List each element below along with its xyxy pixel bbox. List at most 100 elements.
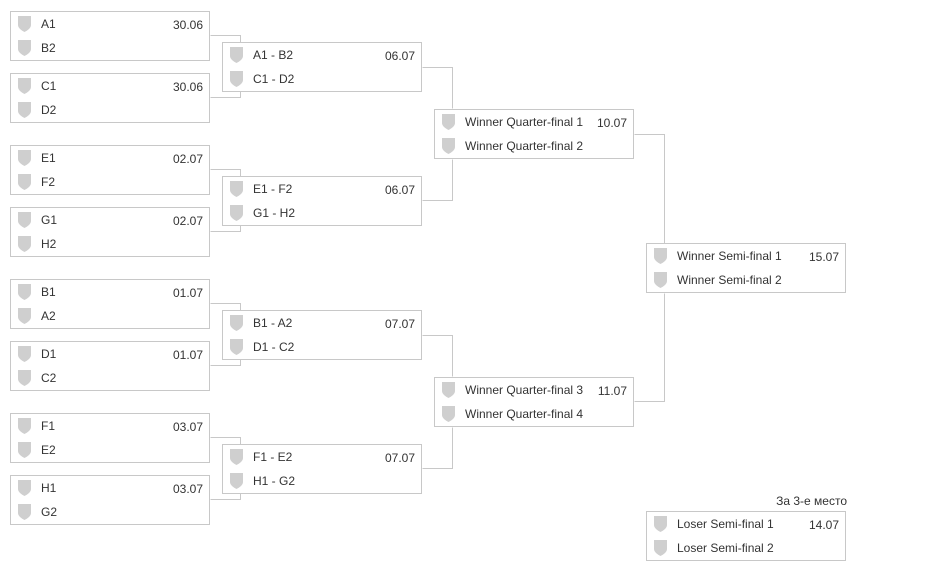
team-row[interactable]: F1 - E2 [223,445,421,469]
shield-icon [230,315,243,331]
shield-icon [230,181,243,197]
team-row[interactable]: D1 - C2 [223,335,421,359]
match-date: 06.07 [384,183,415,197]
team-name: B1 [41,285,56,299]
match-quarter-final-2[interactable]: E1 - F2 G1 - H2 06.07 [222,176,422,226]
match-round16-5[interactable]: B1 A2 01.07 [10,279,210,329]
match-round16-4[interactable]: G1 H2 02.07 [10,207,210,257]
shield-icon [18,150,31,166]
shield-icon [654,272,667,288]
team-name: F1 - E2 [253,450,293,464]
shield-icon [18,102,31,118]
team-row[interactable]: B1 - A2 [223,311,421,335]
team-row[interactable]: C2 [11,366,209,390]
team-row[interactable]: H1 [11,476,209,500]
team-row[interactable]: B1 [11,280,209,304]
team-name: Winner Semi-final 1 [677,249,782,263]
shield-icon [18,418,31,434]
match-round16-2[interactable]: C1 D2 30.06 [10,73,210,123]
team-row[interactable]: B2 [11,36,209,60]
shield-icon [230,339,243,355]
shield-icon [18,78,31,94]
shield-icon [230,205,243,221]
shield-icon [442,382,455,398]
team-row[interactable]: A2 [11,304,209,328]
match-quarter-final-1[interactable]: A1 - B2 C1 - D2 06.07 [222,42,422,92]
team-row[interactable]: Loser Semi-final 2 [647,536,845,560]
team-row[interactable]: C1 [11,74,209,98]
team-row[interactable]: G1 [11,208,209,232]
shield-icon [442,406,455,422]
team-row[interactable]: F1 [11,414,209,438]
team-name: C1 [41,79,57,93]
match-date: 01.07 [172,348,203,362]
shield-icon [442,138,455,154]
connector-line [634,134,665,244]
match-round16-7[interactable]: F1 E2 03.07 [10,413,210,463]
match-round16-8[interactable]: H1 G2 03.07 [10,475,210,525]
shield-icon [654,540,667,556]
team-row[interactable]: E2 [11,438,209,462]
team-row[interactable]: Winner Quarter-final 4 [435,402,633,426]
team-name: Loser Semi-final 2 [677,541,774,555]
team-row[interactable]: Loser Semi-final 1 [647,512,845,536]
match-date: 03.07 [172,482,203,496]
team-name: G2 [41,505,58,519]
team-row[interactable]: D2 [11,98,209,122]
match-date: 14.07 [808,518,839,532]
shield-icon [18,236,31,252]
shield-icon [18,16,31,32]
team-row[interactable]: G1 - H2 [223,201,421,225]
match-third-place[interactable]: Loser Semi-final 1 Loser Semi-final 2 14… [646,511,846,561]
team-name: B1 - A2 [253,316,293,330]
match-date: 10.07 [596,116,627,130]
team-name: Winner Quarter-final 3 [465,383,584,397]
team-row[interactable]: H1 - G2 [223,469,421,493]
connector-line [634,293,665,402]
team-row[interactable]: E1 [11,146,209,170]
connector-line [422,335,453,377]
shield-icon [230,71,243,87]
team-name: C2 [41,371,57,385]
team-row[interactable]: A1 [11,12,209,36]
shield-icon [18,308,31,324]
match-round16-1[interactable]: A1 B2 30.06 [10,11,210,61]
match-date: 30.06 [172,80,203,94]
team-row[interactable]: C1 - D2 [223,67,421,91]
third-place-label: За 3-е место [776,494,847,508]
team-name: G1 - H2 [253,206,296,220]
match-quarter-final-3[interactable]: B1 - A2 D1 - C2 07.07 [222,310,422,360]
match-quarter-final-4[interactable]: F1 - E2 H1 - G2 07.07 [222,444,422,494]
team-row[interactable]: Winner Semi-final 1 [647,244,845,268]
match-round16-3[interactable]: E1 F2 02.07 [10,145,210,195]
team-row[interactable]: Winner Quarter-final 1 [435,110,633,134]
team-name: E1 - F2 [253,182,293,196]
team-row[interactable]: Winner Quarter-final 2 [435,134,633,158]
match-date: 15.07 [808,250,839,264]
shield-icon [230,449,243,465]
team-row[interactable]: F2 [11,170,209,194]
shield-icon [18,284,31,300]
team-name: E1 [41,151,56,165]
team-name: D2 [41,103,57,117]
team-row[interactable]: G2 [11,500,209,524]
team-row[interactable]: Winner Quarter-final 3 [435,378,633,402]
team-row[interactable]: H2 [11,232,209,256]
match-final[interactable]: Winner Semi-final 1 Winner Semi-final 2 … [646,243,846,293]
match-round16-6[interactable]: D1 C2 01.07 [10,341,210,391]
shield-icon [230,473,243,489]
team-row[interactable]: Winner Semi-final 2 [647,268,845,292]
team-name: A1 [41,17,56,31]
match-semi-final-1[interactable]: Winner Quarter-final 1 Winner Quarter-fi… [434,109,634,159]
shield-icon [18,442,31,458]
match-date: 30.06 [172,18,203,32]
team-name: H2 [41,237,57,251]
match-semi-final-2[interactable]: Winner Quarter-final 3 Winner Quarter-fi… [434,377,634,427]
connector-line [422,427,453,469]
shield-icon [18,504,31,520]
shield-icon [654,248,667,264]
team-row[interactable]: E1 - F2 [223,177,421,201]
team-name: C1 - D2 [253,72,295,86]
team-row[interactable]: A1 - B2 [223,43,421,67]
team-row[interactable]: D1 [11,342,209,366]
